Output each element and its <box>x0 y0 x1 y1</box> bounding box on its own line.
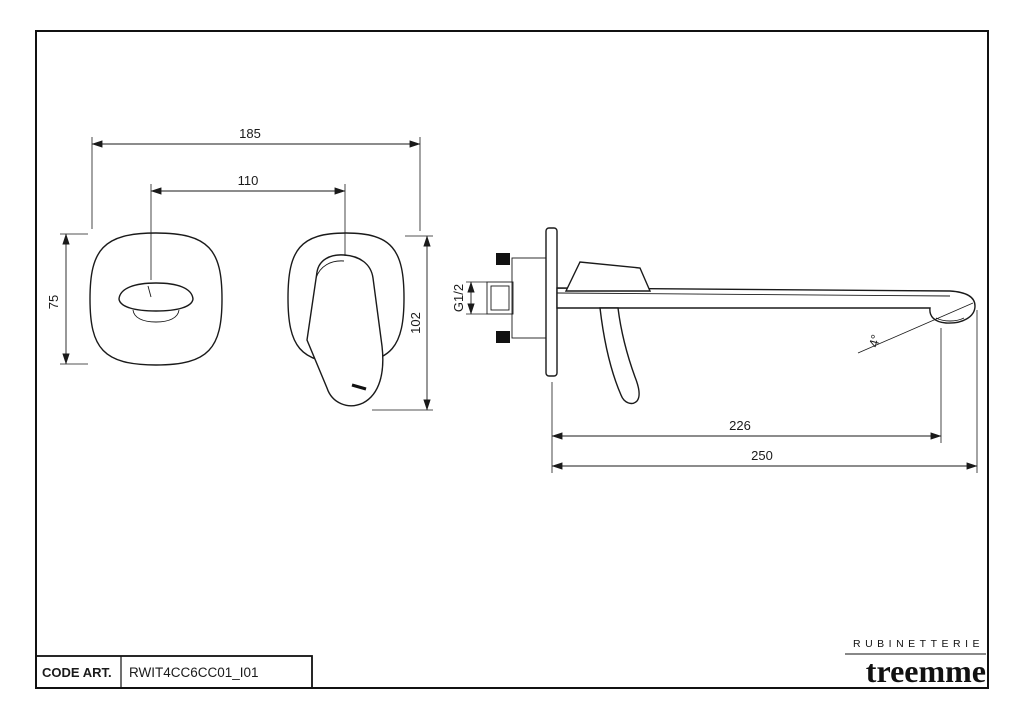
front-view-plate <box>89 232 223 366</box>
lever-logo-mark <box>351 383 367 391</box>
dimensions: 185 110 75 102 G1/2 4° 226 250 <box>46 126 978 473</box>
handle-side-lever <box>599 307 640 405</box>
handle-side-top <box>564 261 652 292</box>
dim-label-spout-reach: 226 <box>729 418 751 433</box>
brand-logo: RUBINETTERIE treemme <box>845 638 986 689</box>
dim-label-view-height: 102 <box>408 312 423 334</box>
code-art-value: RWIT4CC6CC01_I01 <box>129 665 259 680</box>
front-view-lever <box>287 232 405 407</box>
dim-label-overall-width: 185 <box>239 126 261 141</box>
brand-name-text: treemme <box>866 653 986 689</box>
side-view-spout <box>486 227 976 405</box>
dim-label-angle: 4° <box>866 333 884 349</box>
dim-label-plate-height: 75 <box>46 295 61 309</box>
spout-body <box>556 287 976 324</box>
mounting-clip-bottom <box>496 331 510 343</box>
concealed-body <box>511 257 547 339</box>
dim-label-overall-reach: 250 <box>751 448 773 463</box>
brand-tagline-text: RUBINETTERIE <box>853 638 984 650</box>
dim-label-handle-spacing: 110 <box>238 173 259 188</box>
wall-plate-side <box>545 227 558 377</box>
drawing-border <box>35 30 989 689</box>
inlet-valve <box>486 281 514 315</box>
dim-label-thread: G1/2 <box>451 284 466 312</box>
title-block: CODE ART. RWIT4CC6CC01_I01 <box>35 655 313 689</box>
angle-leader-line <box>857 302 974 354</box>
code-art-label: CODE ART. <box>42 665 112 680</box>
mounting-clip-top <box>496 253 510 265</box>
